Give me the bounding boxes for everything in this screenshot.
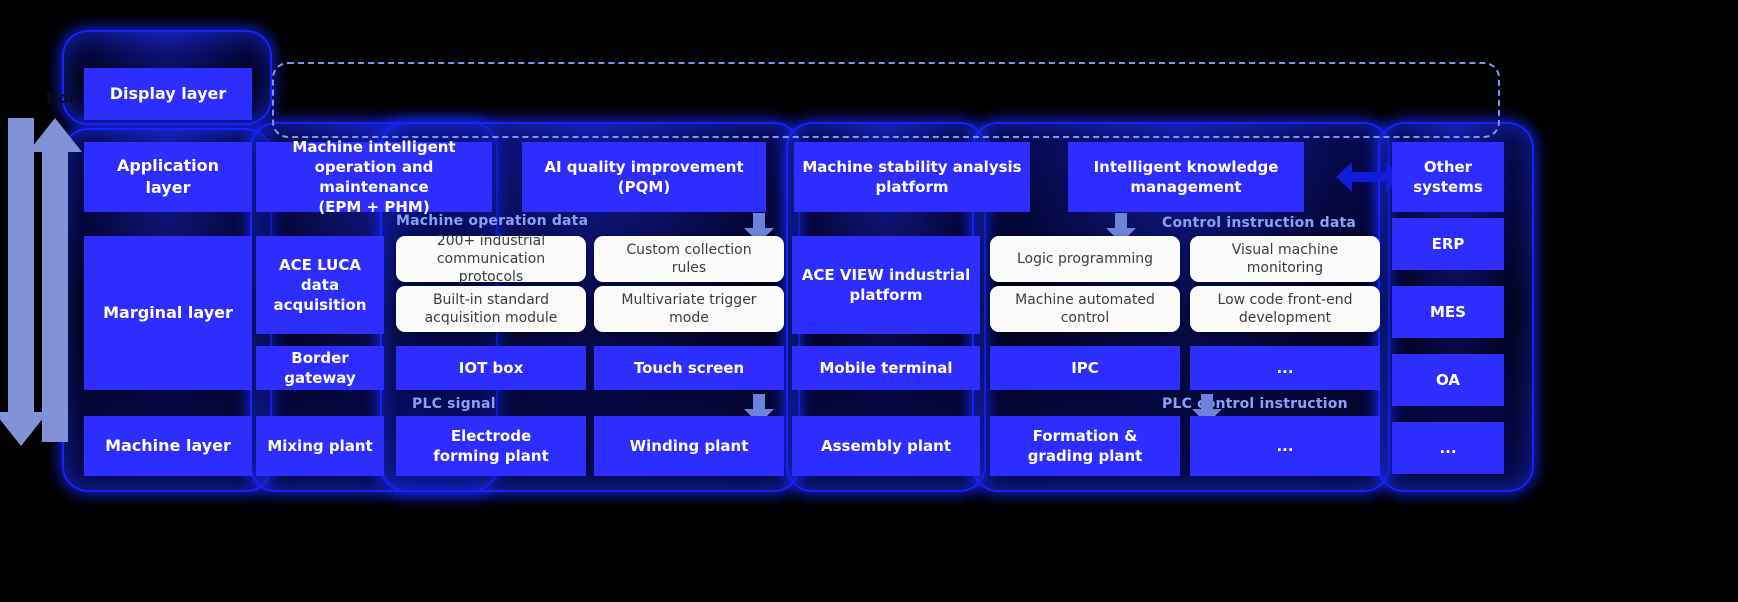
right-tile-mes-label: MES: [1430, 302, 1466, 321]
application-tile-4[interactable]: Intelligent knowledge management: [1068, 142, 1304, 212]
device-tile-ipc[interactable]: IPC: [990, 346, 1180, 390]
marginal-pill-acquisition-module[interactable]: Built-in standard acquisition module: [396, 286, 586, 332]
right-tile-more[interactable]: ...: [1392, 422, 1504, 474]
machine-tile-formation-grading-plant[interactable]: Formation & grading plant: [990, 416, 1180, 476]
layer-label-display: Display layer: [109, 84, 227, 104]
marginal-pill-logic-programming-label: Logic programming: [1016, 250, 1154, 267]
layer-label-marginal: Marginal layer: [103, 303, 233, 323]
marginal-pill-machine-automated-control[interactable]: Machine automated control: [990, 286, 1180, 332]
application-tile-1[interactable]: Machine intelligent operation and mainte…: [256, 138, 492, 216]
layer-tile-marginal[interactable]: Marginal layer: [84, 236, 252, 390]
marginal-pill-machine-automated-control-label: Machine automated control: [1015, 291, 1155, 326]
right-tile-other-systems-label: Other systems: [1413, 157, 1483, 196]
right-tile-other-systems[interactable]: Other systems: [1392, 142, 1504, 212]
machine-tile-winding-plant[interactable]: Winding plant: [594, 416, 784, 476]
device-tile-iot-box[interactable]: IOT box: [396, 346, 586, 390]
marginal-pill-visual-machine-monitoring[interactable]: Visual machine monitoring: [1190, 236, 1380, 282]
right-tile-erp[interactable]: ERP: [1392, 218, 1504, 270]
layer-tile-application[interactable]: Application layer: [84, 142, 252, 212]
right-tile-erp-label: ERP: [1431, 234, 1465, 253]
flow-label-plc-signal: PLC signal: [412, 396, 496, 412]
machine-tile-formation-grading-plant-label: Formation & grading plant: [1027, 426, 1143, 465]
layer-tile-display[interactable]: Display layer: [84, 68, 252, 120]
machine-tile-assembly-plant-label: Assembly plant: [821, 436, 951, 455]
marginal-pill-low-code-development[interactable]: Low code front-end development: [1190, 286, 1380, 332]
application-tile-2-label: AI quality improvement (PQM): [544, 157, 744, 196]
device-tile-border-gateway-label: Border gateway: [284, 348, 356, 387]
device-tile-mobile-terminal[interactable]: Mobile terminal: [792, 346, 980, 390]
marginal-pill-protocols[interactable]: 200+ industrial communication protocols: [396, 233, 586, 285]
dashed-connector-box: [272, 62, 1500, 138]
marginal-pill-low-code-development-label: Low code front-end development: [1217, 291, 1353, 326]
marginal-pill-logic-programming[interactable]: Logic programming: [990, 236, 1180, 282]
machine-tile-more[interactable]: ...: [1190, 416, 1380, 476]
right-tile-oa-label: OA: [1436, 370, 1460, 389]
marginal-pill-custom-collection-rules[interactable]: Custom collection rules: [594, 236, 784, 282]
application-tile-4-label: Intelligent knowledge management: [1093, 157, 1279, 196]
flow-label-machine-operation-data: Machine operation data: [396, 213, 589, 229]
right-tile-mes[interactable]: MES: [1392, 286, 1504, 338]
application-tile-2[interactable]: AI quality improvement (PQM): [522, 142, 766, 212]
right-tile-oa[interactable]: OA: [1392, 354, 1504, 406]
marginal-pill-custom-collection-rules-label: Custom collection rules: [626, 241, 752, 276]
marginal-pill-multivariate-trigger-label: Multivariate trigger mode: [621, 291, 757, 326]
machine-tile-assembly-plant[interactable]: Assembly plant: [792, 416, 980, 476]
side-arrow-up-head: [28, 118, 82, 152]
machine-tile-electrode-forming-plant-label: Electrode forming plant: [433, 426, 549, 465]
side-arrow-up-shaft: [42, 152, 68, 442]
marginal-pill-multivariate-trigger[interactable]: Multivariate trigger mode: [594, 286, 784, 332]
layer-label-application: Application layer: [116, 156, 220, 197]
flow-label-plc-control-instruction: PLC control instruction: [1162, 396, 1348, 412]
machine-tile-winding-plant-label: Winding plant: [629, 436, 749, 455]
marginal-platform-ace-view[interactable]: ACE VIEW industrial platform: [792, 236, 980, 334]
device-tile-ipc-label: IPC: [1071, 358, 1099, 377]
device-tile-touch-screen-label: Touch screen: [633, 358, 745, 377]
right-tile-more-label: ...: [1439, 438, 1457, 457]
application-tile-3-label: Machine stability analysis platform: [802, 157, 1022, 196]
flow-label-control-instruction-data: Control instruction data: [1162, 215, 1357, 231]
device-tile-more[interactable]: ...: [1190, 346, 1380, 390]
layer-label-machine: Machine layer: [105, 436, 231, 456]
double-arrow-left-head: [1336, 162, 1352, 192]
machine-tile-mixing-plant[interactable]: Mixing plant: [256, 416, 384, 476]
marginal-pill-protocols-label: 200+ industrial communication protocols: [436, 232, 546, 286]
machine-tile-electrode-forming-plant[interactable]: Electrode forming plant: [396, 416, 586, 476]
marginal-platform-ace-view-label: ACE VIEW industrial platform: [801, 265, 971, 304]
device-tile-border-gateway[interactable]: Border gateway: [256, 346, 384, 390]
device-tile-touch-screen[interactable]: Touch screen: [594, 346, 784, 390]
device-tile-mobile-terminal-label: Mobile terminal: [819, 358, 953, 377]
clipped-left-label: tion: [46, 89, 80, 107]
device-tile-iot-box-label: IOT box: [458, 358, 524, 377]
machine-tile-mixing-plant-label: Mixing plant: [267, 436, 373, 455]
machine-tile-more-label: ...: [1276, 436, 1294, 455]
marginal-pill-visual-machine-monitoring-label: Visual machine monitoring: [1231, 241, 1339, 276]
side-arrow-down-head: [0, 412, 48, 446]
marginal-platform-ace-luca-label: ACE LUCA data acquisition: [273, 255, 367, 315]
application-tile-3[interactable]: Machine stability analysis platform: [794, 142, 1030, 212]
marginal-pill-acquisition-module-label: Built-in standard acquisition module: [424, 291, 558, 326]
layer-tile-machine[interactable]: Machine layer: [84, 416, 252, 476]
side-arrow-down-shaft: [8, 118, 34, 418]
device-tile-more-label: ...: [1276, 358, 1294, 377]
application-tile-1-label: Machine intelligent operation and mainte…: [292, 137, 456, 217]
double-arrow-shaft: [1346, 172, 1392, 182]
marginal-platform-ace-luca[interactable]: ACE LUCA data acquisition: [256, 236, 384, 334]
